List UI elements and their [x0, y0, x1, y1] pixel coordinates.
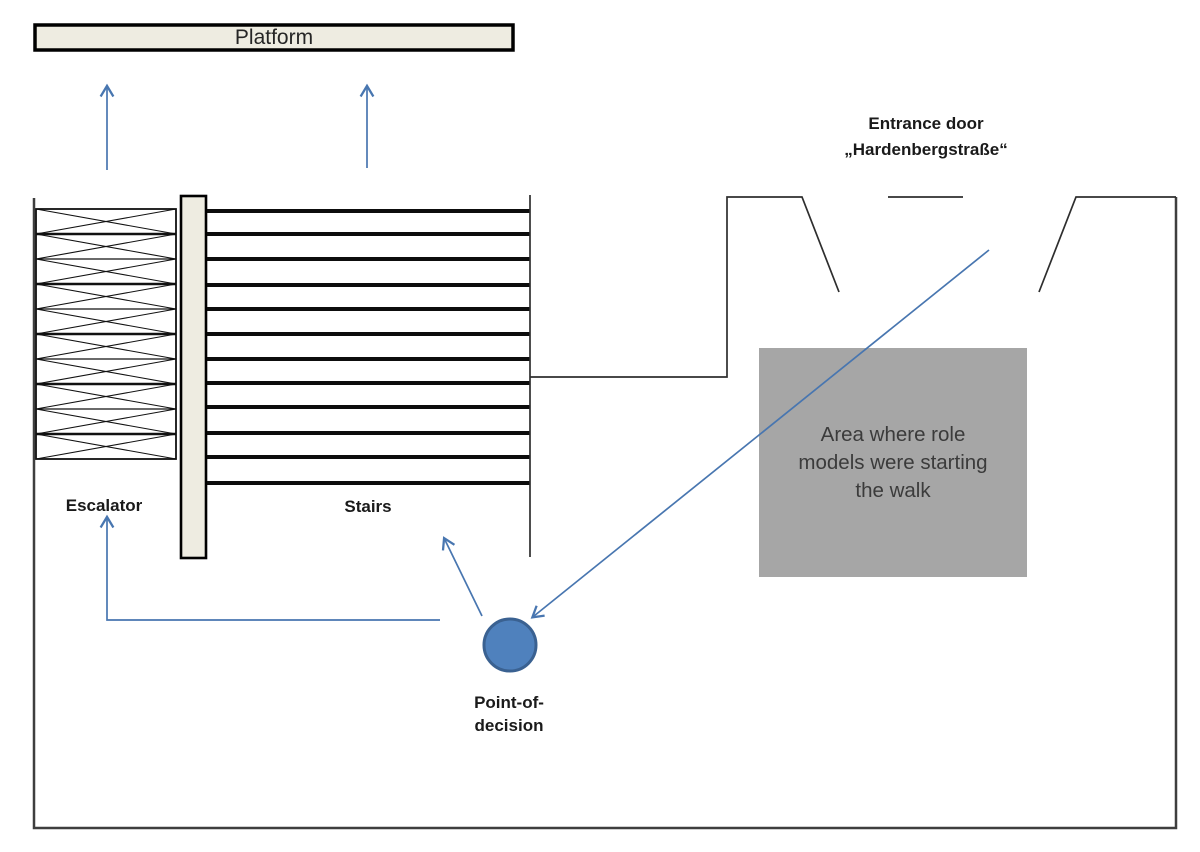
- escalator-graphic: [35, 208, 177, 460]
- starting-area-text-line3: the walk: [855, 478, 931, 502]
- decision-point-label-line1: Point-of-: [474, 693, 544, 712]
- decision-point-label: Point-of- decision: [474, 691, 544, 737]
- entrance-wall-right: [1038, 196, 1176, 293]
- stairs-graphic: [207, 209, 530, 485]
- entrance-door-label: Entrance door „Hardenbergstraße“: [844, 111, 1007, 163]
- entrance-door-label-line2: „Hardenbergstraße“: [844, 140, 1008, 159]
- starting-area-text-line2: models were starting: [798, 450, 988, 474]
- starting-area-box: Area where role models were starting the…: [759, 348, 1027, 577]
- entrance-door-label-line1: Entrance door: [868, 114, 984, 133]
- stairs-label: Stairs: [344, 497, 392, 516]
- platform-label: Platform: [234, 26, 314, 49]
- starting-area-text-line1: Area where role: [820, 422, 966, 446]
- arrow-to-stairs: [441, 536, 483, 617]
- arrow-to-escalator: [99, 514, 440, 621]
- decision-point-label-line2: decision: [474, 716, 544, 735]
- divider-wall: [179, 194, 208, 560]
- escalator-label: Escalator: [65, 496, 143, 515]
- decision-point-circle: [482, 617, 538, 673]
